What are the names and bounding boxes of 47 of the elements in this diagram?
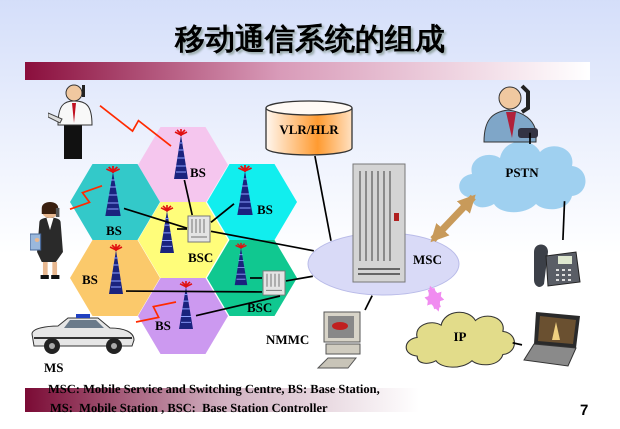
node-label: PSTN — [504, 164, 540, 182]
radio-link — [99, 105, 172, 147]
antenna-tower-icon — [232, 242, 250, 286]
node-label: BSC — [247, 299, 272, 317]
footnote: MS: Mobile Station , BSC: Base Station Controller — [50, 401, 328, 416]
radio-link — [70, 185, 102, 210]
page-number: 7 — [580, 403, 588, 419]
node-label: NMMC — [266, 331, 310, 349]
connector-line — [529, 132, 531, 144]
connector-line — [512, 342, 522, 346]
connector-line — [210, 203, 235, 224]
node-label: MSC — [413, 251, 442, 269]
antenna-tower-icon — [176, 280, 196, 330]
connector-line — [124, 208, 188, 230]
connector-line — [184, 180, 194, 216]
node-label: BS — [82, 271, 98, 289]
hexagon-cell — [70, 240, 160, 316]
connector-line — [562, 201, 566, 240]
controller-cabinet-icon — [187, 215, 211, 243]
slide-title: 移动通信系统的组成 — [174, 21, 446, 59]
node-label: MS — [44, 359, 64, 377]
connector-line — [250, 277, 262, 279]
connector-line — [126, 290, 262, 293]
node-label: BSC — [188, 249, 214, 267]
antenna-tower-icon — [171, 128, 191, 180]
connector-line — [314, 156, 332, 241]
connector-line — [196, 295, 280, 316]
controller-cabinet-icon — [262, 270, 286, 296]
node-label: BS — [155, 317, 171, 335]
node-label: IP — [452, 328, 468, 346]
double-arrow — [424, 286, 444, 312]
hexagon-cell — [138, 278, 228, 354]
connector-line — [177, 228, 187, 230]
radio-link — [136, 301, 176, 323]
node-label: VLR/HLR — [278, 121, 340, 139]
connector-line — [364, 295, 373, 310]
node-label: BS — [106, 222, 122, 240]
connector-line — [210, 230, 314, 252]
node-label: BS — [190, 164, 206, 182]
antenna-tower-icon — [157, 204, 177, 254]
database-cylinder — [265, 100, 353, 156]
connector-line — [286, 275, 313, 282]
double-arrow — [430, 194, 476, 242]
node-label: BS — [257, 201, 273, 219]
antenna-tower-icon — [106, 243, 126, 295]
hexagon-cell — [207, 164, 297, 240]
hexagon-cell — [70, 164, 160, 240]
